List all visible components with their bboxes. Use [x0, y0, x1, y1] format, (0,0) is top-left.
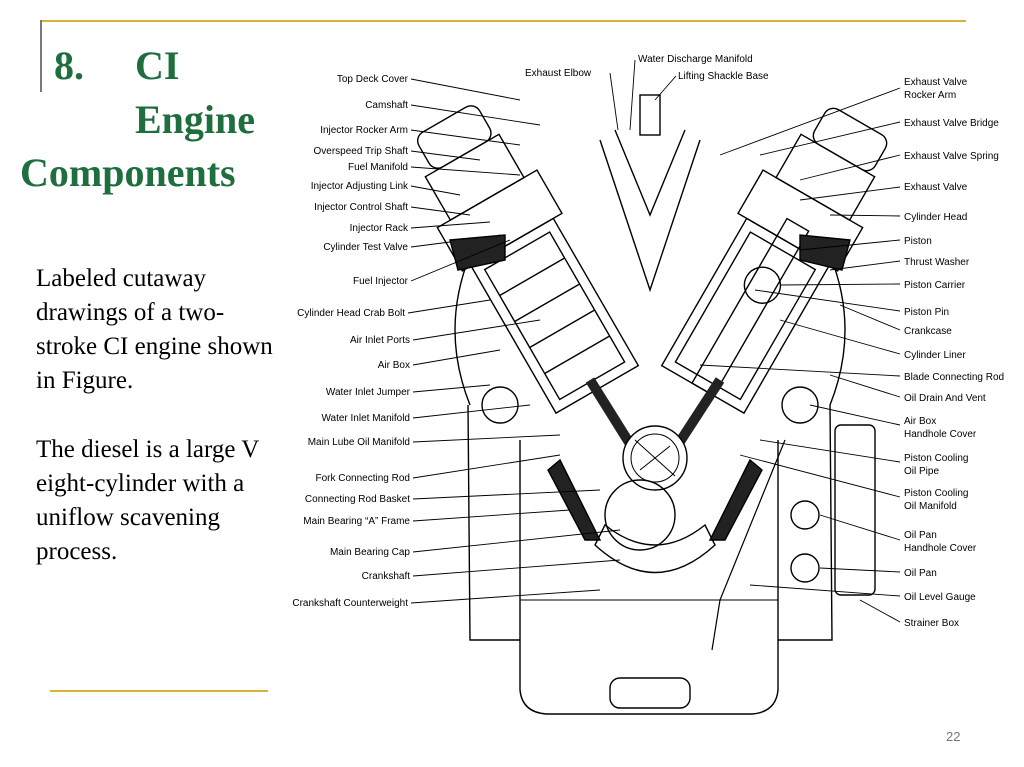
label-piston: Piston	[904, 236, 932, 247]
label-crankcase: Crankcase	[904, 326, 952, 337]
title-line-3: Components	[20, 150, 236, 195]
label-injector-control-shaft: Injector Control Shaft	[314, 202, 408, 213]
slide-number: 8.	[54, 43, 84, 88]
label-cylinder-head: Cylinder Head	[904, 212, 967, 223]
label-fuel-manifold: Fuel Manifold	[348, 162, 408, 173]
description-paragraph: Labeled cutaway drawings of a two-stroke…	[36, 265, 273, 394]
label-strainer-box: Strainer Box	[904, 618, 959, 629]
label-fuel-injector: Fuel Injector	[353, 276, 409, 287]
label-cylinder-head-crab-bolt: Cylinder Head Crab Bolt	[297, 308, 405, 319]
label-water-inlet-manifold: Water Inlet Manifold	[321, 413, 410, 424]
label-main-bearing-cap: Main Bearing Cap	[330, 547, 410, 558]
top-leader-lines	[609, 59, 677, 131]
label-exhaust-valve-spring: Exhaust Valve Spring	[904, 151, 999, 162]
summary-paragraph: The diesel is a large V eight-cylinder w…	[36, 436, 259, 565]
label-piston-pin: Piston Pin	[904, 307, 949, 318]
label-injector-rack: Injector Rack	[350, 223, 409, 234]
label-piston-cooling-oil-manifold-1: Piston Cooling	[904, 488, 968, 499]
label-exhaust-valve-rocker-arm-2: Rocker Arm	[904, 90, 956, 101]
label-exhaust-valve-rocker-arm-1: Exhaust Valve	[904, 77, 968, 88]
title-line-1: CI	[135, 43, 180, 88]
label-thrust-washer: Thrust Washer	[904, 257, 970, 268]
label-main-lube-oil-manifold: Main Lube Oil Manifold	[308, 437, 410, 448]
label-exhaust-elbow: Exhaust Elbow	[525, 68, 592, 79]
bottom-rule	[50, 690, 268, 692]
label-fork-connecting-rod: Fork Connecting Rod	[316, 473, 411, 484]
label-piston-cooling-oil-manifold-2: Oil Manifold	[904, 501, 957, 512]
label-main-bearing-a-frame: Main Bearing “A” Frame	[303, 516, 410, 527]
top-labels: Water Discharge Manifold Exhaust Elbow L…	[525, 54, 769, 82]
label-oil-pan: Oil Pan	[904, 568, 937, 579]
right-leader-lines	[699, 87, 901, 623]
label-crankshaft: Crankshaft	[362, 571, 411, 582]
label-air-inlet-ports: Air Inlet Ports	[350, 335, 410, 346]
label-cylinder-test-valve: Cylinder Test Valve	[323, 242, 408, 253]
left-rule	[40, 20, 42, 92]
engine-drawing	[416, 94, 888, 715]
label-water-discharge-manifold: Water Discharge Manifold	[638, 54, 753, 65]
label-air-box-handhole-cover-1: Air Box	[904, 416, 936, 427]
label-lifting-shackle-base: Lifting Shackle Base	[678, 71, 769, 82]
label-exhaust-valve-bridge: Exhaust Valve Bridge	[904, 118, 999, 129]
right-labels: Exhaust Valve Rocker Arm Exhaust Valve B…	[904, 77, 1004, 629]
label-cylinder-liner: Cylinder Liner	[904, 350, 966, 361]
top-rule	[40, 20, 966, 22]
page-number: 22	[946, 729, 961, 744]
label-air-box-handhole-cover-2: Handhole Cover	[904, 429, 977, 440]
label-overspeed-trip-shaft: Overspeed Trip Shaft	[314, 146, 409, 157]
label-piston-carrier: Piston Carrier	[904, 280, 966, 291]
label-piston-cooling-oil-pipe-1: Piston Cooling	[904, 453, 968, 464]
label-top-deck-cover: Top Deck Cover	[337, 74, 409, 85]
label-air-box: Air Box	[378, 360, 410, 371]
label-injector-rocker-arm: Injector Rocker Arm	[320, 125, 408, 136]
label-water-inlet-jumper: Water Inlet Jumper	[326, 387, 411, 398]
label-injector-adjusting-link: Injector Adjusting Link	[311, 181, 409, 192]
label-connecting-rod-basket: Connecting Rod Basket	[305, 494, 410, 505]
label-camshaft: Camshaft	[365, 100, 408, 111]
label-oil-pan-handhole-cover-1: Oil Pan	[904, 530, 937, 541]
label-oil-pan-handhole-cover-2: Handhole Cover	[904, 543, 977, 554]
label-oil-level-gauge: Oil Level Gauge	[904, 592, 976, 603]
label-piston-cooling-oil-pipe-2: Oil Pipe	[904, 466, 939, 477]
label-exhaust-valve: Exhaust Valve	[904, 182, 968, 193]
label-blade-connecting-rod: Blade Connecting Rod	[904, 372, 1004, 383]
title-line-2: Engine	[135, 97, 256, 142]
label-crankshaft-counterweight: Crankshaft Counterweight	[292, 598, 408, 609]
label-oil-drain-and-vent: Oil Drain And Vent	[904, 393, 986, 404]
left-leader-lines	[407, 78, 621, 604]
left-labels: Top Deck Cover Camshaft Injector Rocker …	[292, 74, 410, 609]
